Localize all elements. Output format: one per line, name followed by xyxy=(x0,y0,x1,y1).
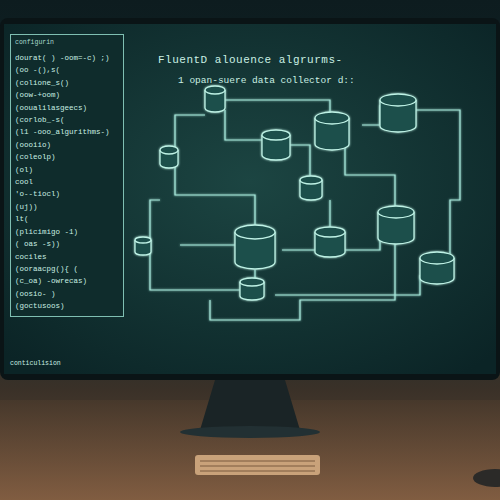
code-line: (ooraacpg(){ ( xyxy=(15,263,119,275)
code-line: cool xyxy=(15,176,119,188)
screen-subtitle: 1 opan-suere data collector d:: xyxy=(178,75,355,86)
code-line: (uj)) xyxy=(15,201,119,213)
stand-base xyxy=(180,426,320,438)
code-line: cociles xyxy=(15,251,119,263)
monitor-stand xyxy=(200,380,300,430)
code-line: (c_oa) -owrecas) xyxy=(15,275,119,287)
keyboard xyxy=(195,455,320,475)
code-line: (ooualilasgeecs) xyxy=(15,102,119,114)
code-line: (colione_s() xyxy=(15,77,119,89)
code-line: ( oas -s)) xyxy=(15,238,119,250)
code-line: dourat( ) -oom=-c) ;) xyxy=(15,52,119,64)
code-line: (oow-+oom) xyxy=(15,89,119,101)
code-panel: configurin dourat( ) -oom=-c) ;)(oo -(),s… xyxy=(10,34,124,317)
monitor-bezel xyxy=(0,18,500,380)
corner-note: conticulision xyxy=(10,360,61,367)
panel-heading: configurin xyxy=(15,38,119,48)
code-line: (oo -(),s( xyxy=(15,64,119,76)
code-line: (ol) xyxy=(15,164,119,176)
code-line: lt( xyxy=(15,213,119,225)
mouse xyxy=(473,469,500,487)
code-line: (coleolp) xyxy=(15,151,119,163)
code-line: (goctusoos) xyxy=(15,300,119,312)
screen xyxy=(4,24,496,374)
database-cylinders xyxy=(135,86,454,300)
code-line: 'o--tiocl) xyxy=(15,188,119,200)
code-line: (l1 -ooo_algurithms-) xyxy=(15,126,119,138)
screen-title: FluentD alouence algrurms- xyxy=(158,54,343,66)
flow-lines xyxy=(150,100,460,320)
code-line: (corlob_-s( xyxy=(15,114,119,126)
code-line: (oosio- ) xyxy=(15,288,119,300)
code-line: (oooiio) xyxy=(15,139,119,151)
code-line: (plicimigo -1) xyxy=(15,226,119,238)
